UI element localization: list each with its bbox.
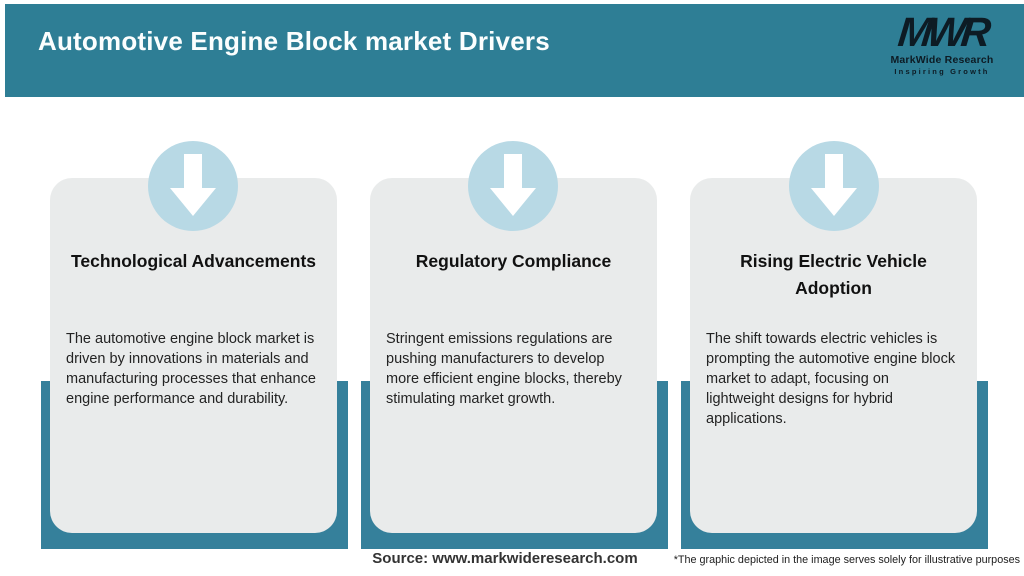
- markwide-logo: MWR MarkWide Research Inspiring Growth: [882, 9, 1002, 76]
- mwr-logo-icon: MWR: [895, 9, 989, 55]
- source-text: Source: www.markwideresearch.com: [372, 550, 638, 567]
- card-body: The shift towards electric vehicles is p…: [706, 331, 956, 427]
- down-arrow-icon: [148, 141, 238, 231]
- card-title: Technological Advancements: [70, 251, 317, 271]
- disclaimer-text: *The graphic depicted in the image serve…: [673, 554, 1020, 566]
- card-title: Regulatory Compliance: [415, 251, 612, 271]
- header-bar: Automotive Engine Block market Drivers M…: [5, 4, 1024, 97]
- driver-card-rising-ev-adoption: Rising Electric Vehicle Adoption The shi…: [690, 178, 977, 533]
- card-body: Stringent emissions regulations are push…: [386, 331, 622, 407]
- down-arrow-icon: [789, 141, 879, 231]
- card-title: Rising Electric Vehicle Adoption: [740, 251, 927, 299]
- driver-card-technological-advancements: Technological Advancements The automotiv…: [50, 178, 337, 533]
- down-arrow-icon: [468, 141, 558, 231]
- driver-card-regulatory-compliance: Regulatory Compliance Stringent emission…: [370, 178, 657, 533]
- page-title: Automotive Engine Block market Drivers: [38, 26, 550, 56]
- logo-tagline: Inspiring Growth: [894, 66, 990, 76]
- logo-company-name: MarkWide Research: [890, 54, 994, 66]
- card-body: The automotive engine block market is dr…: [66, 331, 316, 407]
